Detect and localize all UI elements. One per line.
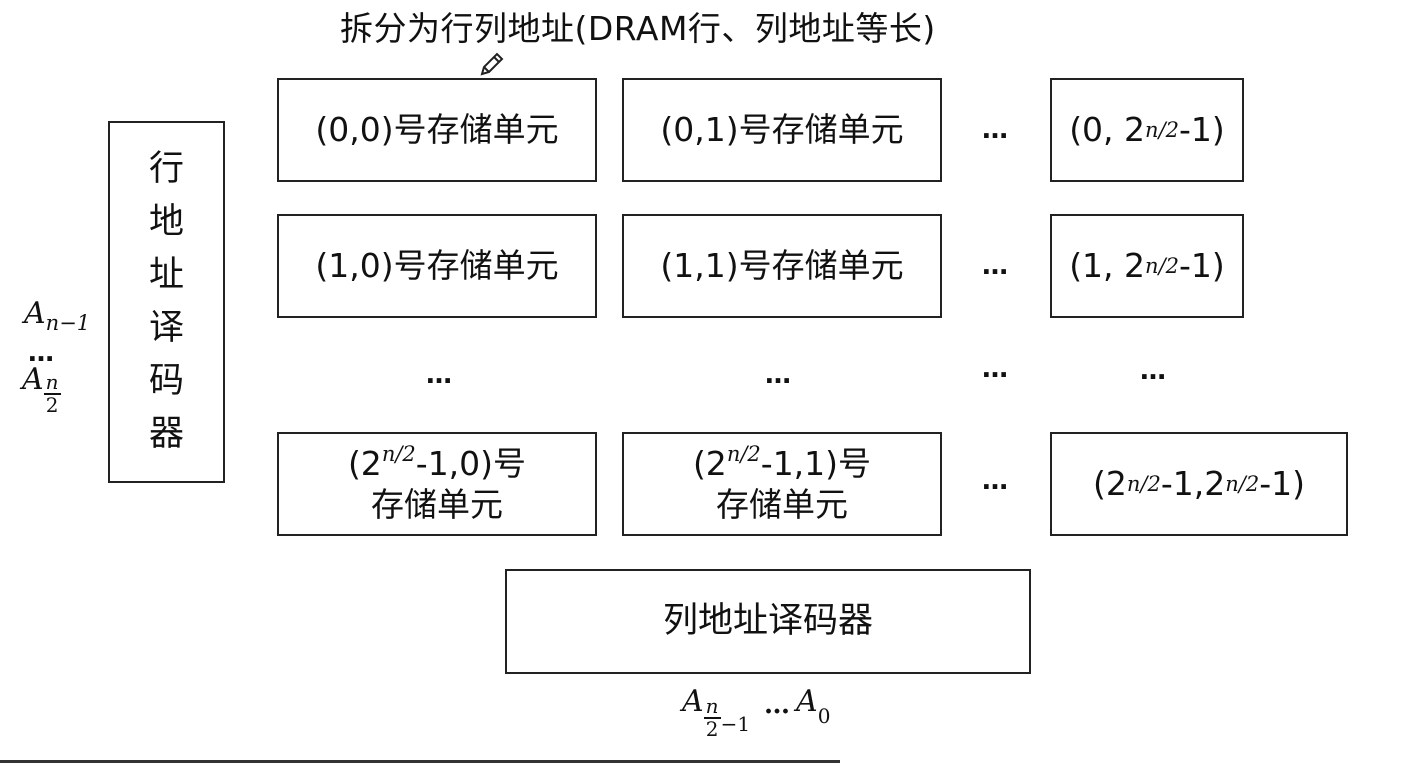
cell-0-last-pre: (0, 2 xyxy=(1069,110,1146,150)
col-input-frac: n 2 xyxy=(703,694,721,741)
cell-0-1: (0,1)号存储单元 xyxy=(622,78,942,182)
col-input-dots: … xyxy=(764,690,791,720)
bottom-divider xyxy=(0,760,840,763)
row-decoder-char-4: 译 xyxy=(148,308,184,348)
row-decoder-char-6: 器 xyxy=(148,414,184,454)
cell-last-1-line2: 存储单元 xyxy=(716,485,848,524)
cell-last-0-line2: 存储单元 xyxy=(371,485,503,524)
cell-1-last-exp-text: n/2 xyxy=(1145,254,1180,278)
row-1-ellipsis: … xyxy=(982,251,1009,281)
col-input-frac-num: n xyxy=(703,694,721,719)
cell-0-last-post: -1) xyxy=(1179,110,1225,150)
col-input-base: A xyxy=(682,684,704,719)
row-decoder-char-3: 址 xyxy=(148,255,184,295)
mid-ellipsis: … xyxy=(982,354,1009,384)
row-input-bottom-base: A xyxy=(22,362,44,397)
pencil-icon xyxy=(478,50,506,82)
cell-1-last-post: -1) xyxy=(1179,246,1225,286)
col-input-minus-one: −1 xyxy=(720,712,751,736)
col-0-ellipsis: … xyxy=(426,360,453,390)
cell-0-last-exp-text: n/2 xyxy=(1145,118,1180,142)
cell-last-1-exp-text: n/2 xyxy=(726,441,761,466)
row-input-top-base: A xyxy=(24,296,46,331)
cell-last-0: (2n/2-1,0)号 存储单元 xyxy=(277,432,597,536)
row-decoder-label: 行 地 址 译 码 器 xyxy=(149,143,184,461)
cell-1-last-pre: (1, 2 xyxy=(1069,246,1146,286)
row-0-ellipsis: … xyxy=(982,115,1009,145)
col-last-ellipsis: … xyxy=(1140,356,1167,386)
cell-last-0-exp-text: n/2 xyxy=(381,441,416,466)
cell-last-0-pre: (2 xyxy=(347,443,382,483)
row-decoder-char-5: 码 xyxy=(148,361,184,401)
cell-last-last-mid: -1,2 xyxy=(1160,464,1226,504)
row-decoder-char-1: 行 xyxy=(148,149,184,189)
row-input-bottom: A n 2 xyxy=(22,362,61,416)
row-last-ellipsis: … xyxy=(982,466,1009,496)
cell-last-last-pre: (2 xyxy=(1093,464,1127,504)
row-input-top-sub: n−1 xyxy=(45,311,91,335)
row-input-dots: … xyxy=(28,338,55,368)
cell-last-last-exp2-text: n/2 xyxy=(1225,472,1260,496)
cell-last-1-pre: (2 xyxy=(692,443,727,483)
col-input-frac-den: 2 xyxy=(705,717,719,741)
cell-last-0-post: -1,0)号 xyxy=(415,443,527,483)
row-input-bottom-frac-den: 2 xyxy=(45,393,59,417)
row-decoder-char-2: 地 xyxy=(148,202,184,242)
cell-0-0: (0,0)号存储单元 xyxy=(277,78,597,182)
row-input-bottom-frac: n 2 xyxy=(43,370,61,417)
col-input-last-sub: 0 xyxy=(817,704,831,728)
cell-1-0: (1,0)号存储单元 xyxy=(277,214,597,318)
cell-last-0-exp: n/2 xyxy=(382,442,416,466)
row-address-decoder: 行 地 址 译 码 器 xyxy=(108,121,225,483)
cell-last-1-exp: n/2 xyxy=(727,442,761,466)
cell-last-1: (2n/2-1,1)号 存储单元 xyxy=(622,432,942,536)
row-input-bottom-frac-num: n xyxy=(43,370,61,395)
cell-last-last-exp1-text: n/2 xyxy=(1126,472,1161,496)
cell-last-last-post: -1) xyxy=(1259,464,1305,504)
cell-last-1-post: -1,1)号 xyxy=(760,443,872,483)
col-1-ellipsis: … xyxy=(765,360,792,390)
cell-last-1-line1: (2n/2-1,1)号 xyxy=(693,443,871,484)
diagram-title: 拆分为行列地址(DRAM行、列地址等长) xyxy=(340,9,936,48)
col-input-last-base: A xyxy=(796,684,818,719)
cell-last-0-line1: (2n/2-1,0)号 xyxy=(348,443,526,484)
row-input-top: An−1 xyxy=(24,296,90,335)
cell-1-1: (1,1)号存储单元 xyxy=(622,214,942,318)
column-address-decoder: 列地址译码器 xyxy=(505,569,1031,674)
